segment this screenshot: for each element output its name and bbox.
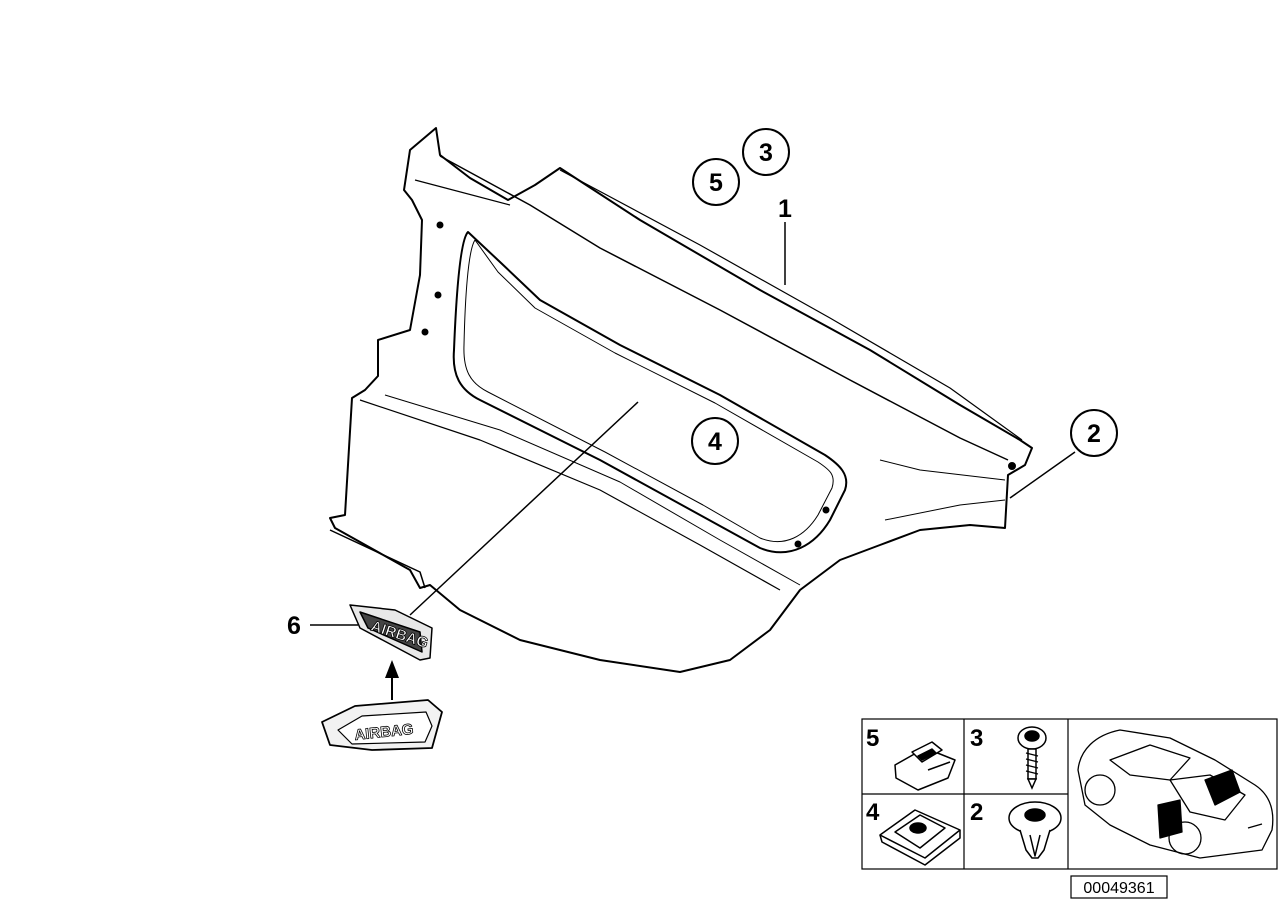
inset-cell-2: 2 bbox=[970, 799, 1062, 859]
inset-cell-3: 3 bbox=[970, 725, 1047, 790]
svg-text:5: 5 bbox=[709, 169, 723, 197]
assembly-arrow bbox=[385, 660, 399, 700]
inset-cell-4: 4 bbox=[866, 799, 961, 866]
airbag-cover-part: AIRBAG bbox=[349, 604, 433, 661]
svg-text:4: 4 bbox=[708, 428, 722, 456]
inset-parts-table: 5 3 4 bbox=[861, 718, 1278, 870]
svg-text:1: 1 bbox=[778, 195, 792, 223]
svg-text:6: 6 bbox=[287, 612, 301, 640]
svg-text:2: 2 bbox=[970, 799, 983, 826]
callout-1: 1 bbox=[778, 195, 792, 223]
svg-text:00049361: 00049361 bbox=[1083, 880, 1154, 897]
callout-2: 2 bbox=[1070, 409, 1118, 457]
svg-text:3: 3 bbox=[759, 139, 773, 167]
rear-side-trim-panel bbox=[329, 127, 1033, 673]
speed-nut-icon bbox=[879, 809, 961, 866]
callout-6: 6 bbox=[287, 612, 301, 640]
car-locator-illustration bbox=[1077, 729, 1274, 859]
reference-number-box: 00049361 bbox=[1070, 875, 1168, 899]
expanding-rivet-icon bbox=[1008, 801, 1062, 859]
airbag-badge-label: AIRBAG bbox=[354, 721, 415, 744]
leader-lines bbox=[310, 222, 1076, 626]
svg-text:4: 4 bbox=[866, 799, 880, 826]
clip-nut-icon bbox=[894, 741, 956, 791]
callout-5: 5 bbox=[692, 158, 740, 206]
svg-text:5: 5 bbox=[866, 725, 879, 752]
screw-icon bbox=[1017, 726, 1047, 790]
svg-text:3: 3 bbox=[970, 725, 983, 752]
svg-text:2: 2 bbox=[1087, 420, 1101, 448]
inset-cell-5: 5 bbox=[866, 725, 956, 791]
callout-3: 3 bbox=[742, 128, 790, 176]
airbag-badge: AIRBAG bbox=[321, 699, 443, 751]
callout-4: 4 bbox=[691, 417, 739, 465]
